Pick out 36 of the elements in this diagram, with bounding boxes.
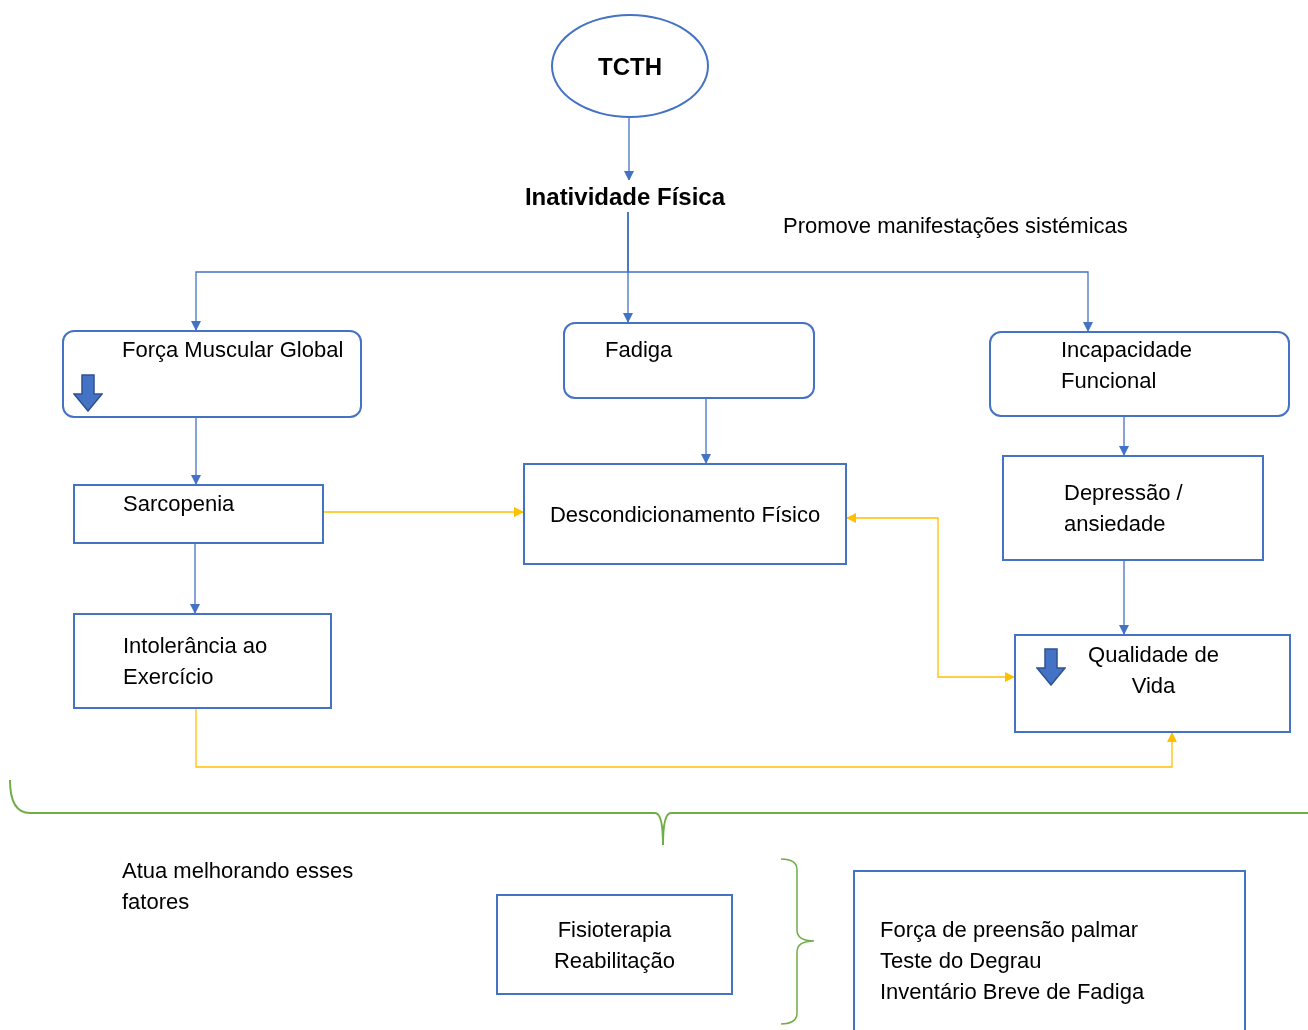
arrow xyxy=(624,117,634,181)
node-text: Inatividade Física xyxy=(524,181,726,212)
process-box xyxy=(73,484,324,544)
arrow xyxy=(627,211,1093,332)
rounded-box xyxy=(62,330,362,418)
arrow xyxy=(846,513,1015,682)
rounded-box xyxy=(563,322,815,399)
process-box xyxy=(1002,455,1264,561)
process-box xyxy=(853,870,1246,1030)
process-box xyxy=(1014,634,1291,733)
node-text: Qualidade de Vida xyxy=(1087,641,1220,700)
node-text: Sarcopenia xyxy=(123,490,235,518)
node-text: Incapacidade Funcional xyxy=(1061,336,1193,395)
node-text: Fisioterapia Reabilitação xyxy=(552,915,677,975)
arrow xyxy=(190,543,200,614)
arrow xyxy=(1119,416,1129,456)
node-text: Depressão / ansiedade xyxy=(1064,479,1184,538)
process-box xyxy=(73,613,332,709)
node-text: TCTH xyxy=(598,51,662,82)
arrow xyxy=(195,708,1177,768)
arrow xyxy=(191,417,201,485)
node-text: Fadiga xyxy=(605,336,673,364)
process-box xyxy=(523,463,847,565)
arrow xyxy=(1119,560,1129,635)
rounded-box xyxy=(989,331,1290,417)
arrow xyxy=(323,507,524,517)
process-box xyxy=(496,894,733,995)
node-text: Inventário Breve de Fadiga xyxy=(880,978,1145,1006)
node-text: Intolerância ao Exercício xyxy=(123,632,269,691)
node-text: Força de preensão palmar xyxy=(880,916,1139,944)
node-text: Teste do Degrau xyxy=(880,947,1042,975)
arrow xyxy=(701,398,711,464)
node-text: Força Muscular Global xyxy=(122,336,344,364)
node-text: Descondicionamento Físico xyxy=(549,500,821,529)
note-text: Promove manifestações sistémicas xyxy=(783,212,1128,240)
note-text: Atua melhorando esses fatores xyxy=(122,857,355,916)
